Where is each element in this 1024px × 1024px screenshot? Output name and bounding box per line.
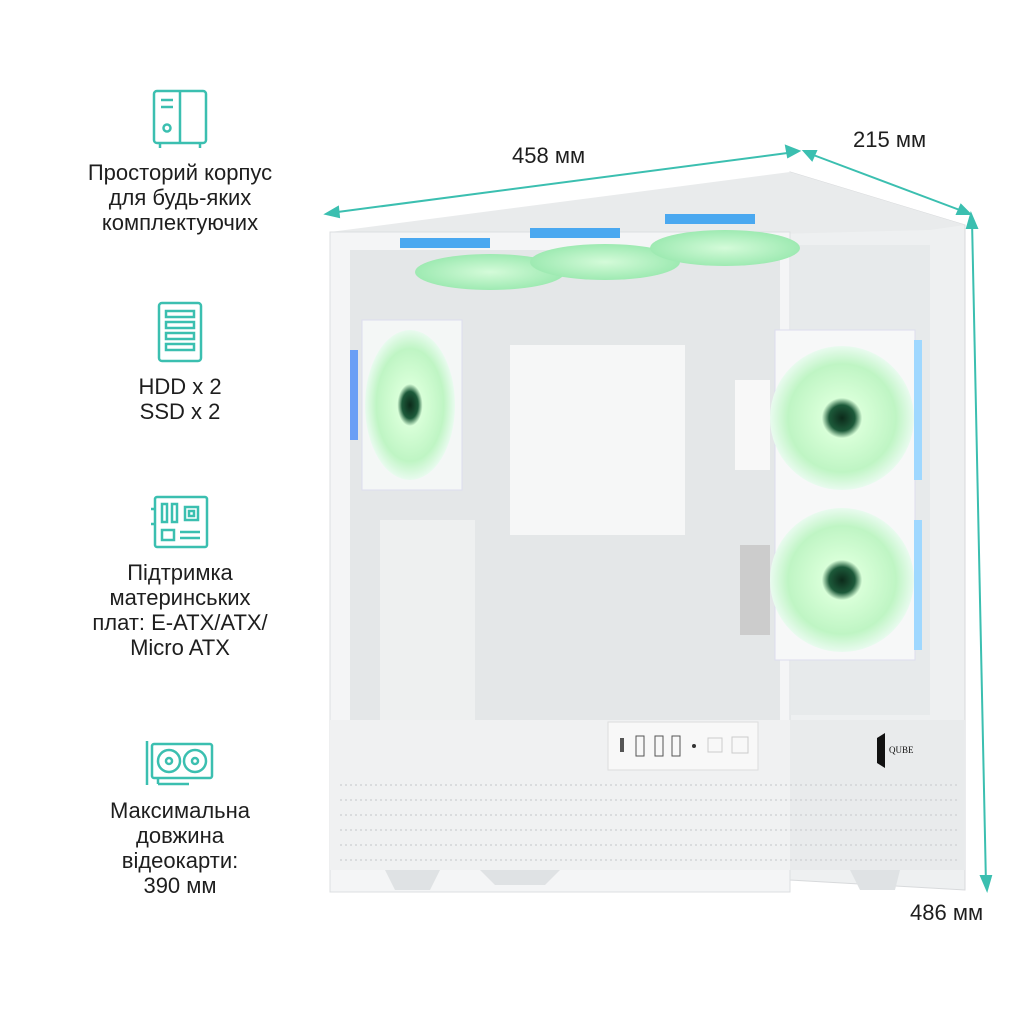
front-io-panel bbox=[607, 721, 759, 771]
feature-text-line: плат: E-ATX/ATX/ bbox=[92, 610, 268, 635]
feature-text-line: Максимальна bbox=[109, 798, 250, 823]
case-foot bbox=[480, 870, 560, 885]
brand-logo: QUBE bbox=[877, 733, 914, 768]
feature-text-line: комплектуючих bbox=[101, 210, 259, 235]
feature-text-line: Micro ATX bbox=[130, 635, 230, 660]
drive-bays-icon bbox=[157, 301, 203, 363]
front-fan-bottom bbox=[770, 508, 914, 652]
height-dimension-label: 486 мм bbox=[910, 900, 984, 925]
dimension-lines bbox=[323, 144, 993, 893]
case-foot bbox=[850, 870, 900, 890]
feature-drive-bays: HDD x 2 SSD x 2 bbox=[30, 300, 330, 424]
feature-gpu-length: Максимальна довжина відеокарти: 390 мм bbox=[30, 738, 330, 898]
width-dimension-label: 458 мм bbox=[512, 143, 586, 168]
feature-motherboard-support: Підтримка материнських плат: E-ATX/ATX/ … bbox=[30, 494, 330, 660]
motherboard-icon bbox=[151, 495, 209, 549]
case-foot bbox=[385, 870, 440, 890]
top-fans bbox=[400, 214, 800, 290]
feature-spacious-case: Просторий корпус для будь-яких комплекту… bbox=[30, 88, 330, 235]
feature-text-line: відеокарти: bbox=[121, 848, 239, 873]
feature-text-line: 390 мм bbox=[143, 873, 217, 898]
feature-text-line: материнських bbox=[109, 585, 251, 610]
feature-text-line: для будь-яких bbox=[108, 185, 252, 210]
feature-text-line: HDD x 2 bbox=[138, 374, 222, 399]
feature-text-line: Підтримка bbox=[127, 560, 233, 585]
feature-text-line: SSD x 2 bbox=[139, 399, 221, 424]
svg-text:QUBE: QUBE bbox=[889, 745, 914, 755]
feature-text-line: Просторий корпус bbox=[87, 160, 273, 185]
depth-dimension-label: 215 мм bbox=[853, 127, 927, 152]
graphics-card-icon bbox=[145, 741, 214, 786]
pc-case-icon bbox=[152, 89, 208, 148]
feature-text-line: довжина bbox=[136, 823, 224, 848]
front-fan-top bbox=[770, 346, 914, 490]
rear-fan bbox=[365, 330, 455, 480]
